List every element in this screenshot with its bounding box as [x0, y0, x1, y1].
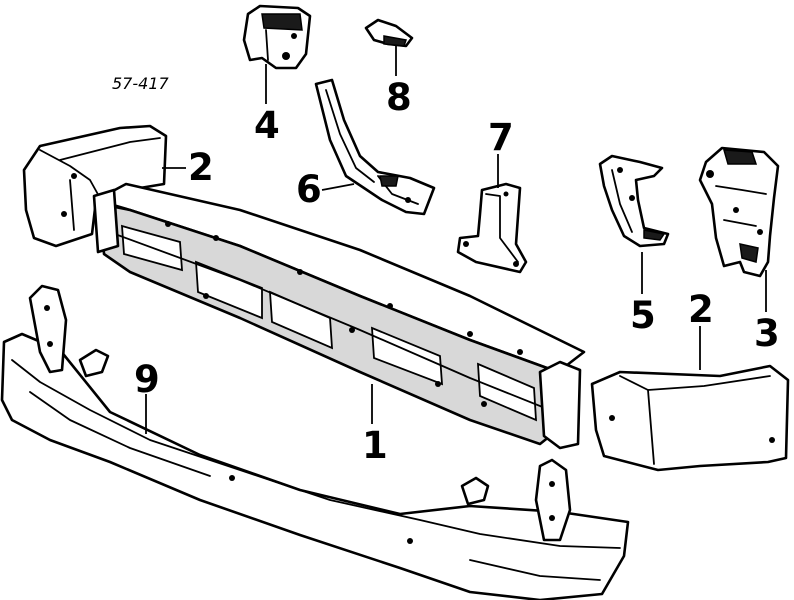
leader-lines [145, 46, 767, 434]
callout-3: 3 [754, 312, 780, 355]
support-arm-part [314, 78, 436, 216]
mount-bracket-right-part [698, 146, 780, 278]
callout-2-right: 2 [688, 288, 714, 331]
callout-2-left: 2 [188, 146, 214, 189]
reference-code: 57-417 [112, 74, 169, 93]
callout-labels: 1 2 2 3 4 5 6 7 8 9 [134, 76, 780, 467]
callout-9: 9 [134, 358, 160, 401]
main-beam-part [92, 182, 586, 450]
center-bracket-part [456, 182, 528, 274]
lower-cover-part [0, 284, 630, 600]
mount-bracket-left-part [242, 4, 312, 70]
small-clip-part [364, 18, 414, 48]
side-brace-right-part [598, 154, 670, 248]
callout-6: 6 [296, 168, 322, 211]
callout-4: 4 [254, 104, 280, 147]
callout-7: 7 [488, 116, 514, 159]
callout-5: 5 [630, 294, 656, 337]
callout-8: 8 [386, 76, 412, 119]
end-cap-right-part [590, 364, 790, 472]
callout-1: 1 [362, 424, 388, 467]
